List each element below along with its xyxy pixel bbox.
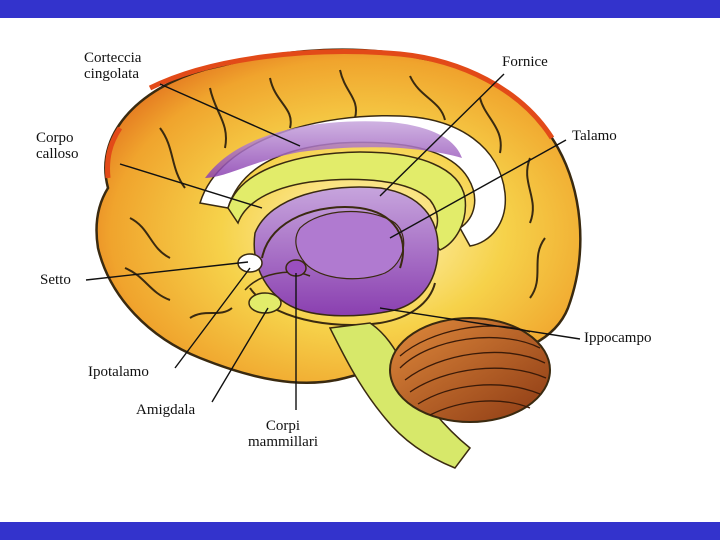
cingulate-gyrus (205, 121, 462, 178)
label-corpo-calloso-line1: Corpo (36, 130, 74, 146)
amygdala (248, 292, 282, 314)
label-corteccia-cingolata-line1: Corteccia (84, 50, 142, 66)
cortex-top-edge (148, 49, 555, 140)
label-corteccia-cingolata-line2: cingolata (84, 66, 139, 82)
label-corpo-calloso: Corpo calloso (36, 130, 79, 162)
label-corpi-mammillari-line1: Corpi (265, 418, 301, 434)
cortex-left-edge (105, 126, 123, 179)
label-amigdala: Amigdala (136, 402, 196, 418)
thalamus (295, 210, 405, 280)
top-frame-bar (0, 0, 720, 18)
label-corteccia-cingolata: Corteccia cingolata (84, 50, 141, 82)
leader-lines (85, 73, 581, 410)
label-corpi-mammillari: Corpi mammillari (248, 418, 318, 450)
label-talamo: Talamo (572, 128, 617, 144)
bottom-frame-bar (0, 522, 720, 540)
cerebellum (389, 317, 551, 423)
label-fornice: Fornice (502, 54, 548, 70)
label-corpo-calloso-line2: calloso (36, 146, 79, 162)
brain-limbic-diagram: Corteccia cingolata Corpo calloso Setto … (0, 18, 720, 522)
label-corpi-mammillari-line2: mammillari (248, 434, 318, 450)
label-ippocampo: Ippocampo (584, 330, 652, 346)
label-ipotalamo: Ipotalamo (88, 364, 149, 380)
brain-illustration (85, 48, 582, 469)
label-setto: Setto (40, 272, 71, 288)
corpus-callosum (227, 151, 467, 251)
fornix-arch (261, 206, 405, 269)
